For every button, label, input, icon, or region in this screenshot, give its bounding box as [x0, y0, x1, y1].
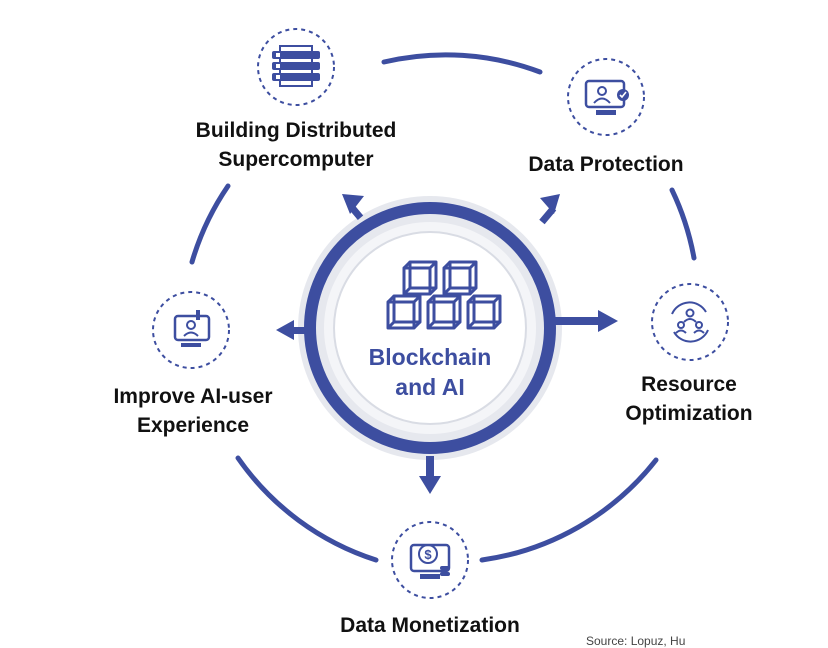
- label-protection-line1: Data Protection: [528, 153, 684, 176]
- arrow-down-head: [419, 476, 441, 494]
- ring-arc-left-upper: [189, 183, 231, 265]
- label-improve: Improve AI-user Experience: [88, 382, 298, 440]
- outer-ring: [189, 52, 697, 563]
- arrow-down-shaft: [426, 456, 434, 478]
- node-improve: [152, 291, 230, 369]
- node-resource: [651, 283, 729, 361]
- label-building-line2: Supercomputer: [218, 148, 374, 171]
- arrow-left-shaft: [290, 327, 312, 334]
- label-resource-line1: Resource: [641, 373, 737, 396]
- label-building-line1: Building Distributed: [195, 119, 397, 142]
- center-title-line1: Blockchain: [368, 344, 492, 370]
- node-monetization-ring: [391, 521, 469, 599]
- blockchain-cubes-icon: [386, 260, 502, 330]
- node-monetization: $: [391, 521, 469, 599]
- label-monetization: Data Monetization: [316, 611, 544, 640]
- ring-arc-right-upper: [669, 187, 697, 261]
- server-rack-icon: [272, 45, 320, 87]
- arrow-right-shaft: [550, 317, 598, 325]
- arrow-upleft-shaft: [347, 203, 364, 221]
- ring-arc-top: [381, 52, 543, 75]
- cycle-users-icon: [671, 301, 709, 343]
- ring-arc-left-lower: [235, 455, 379, 563]
- label-improve-line1: Improve AI-user: [113, 385, 273, 408]
- node-protection-ring: [567, 58, 645, 136]
- arrow-upright-head: [540, 194, 560, 214]
- label-monetization-line1: Data Monetization: [340, 614, 520, 637]
- user-shield-monitor-icon: [584, 79, 629, 115]
- label-resource-line2: Optimization: [625, 402, 753, 425]
- ring-arc-right-lower: [479, 457, 659, 563]
- arrow-left-head: [276, 320, 294, 340]
- node-building: [257, 28, 335, 106]
- center-title: Blockchain and AI: [330, 342, 530, 402]
- label-building: Building Distributed Supercomputer: [176, 116, 416, 174]
- arrow-right-head: [598, 310, 618, 332]
- label-protection: Data Protection: [506, 150, 706, 179]
- arrow-upright-shaft: [539, 205, 557, 225]
- dollar-monitor-icon: $: [409, 543, 451, 579]
- label-resource: Resource Optimization: [604, 370, 774, 428]
- center-hub: [276, 194, 618, 494]
- node-protection: [567, 58, 645, 136]
- hub-arrows: [276, 194, 618, 494]
- user-monitor-icon: [173, 310, 211, 347]
- label-improve-line2: Experience: [136, 414, 250, 437]
- node-resource-ring: [651, 283, 729, 361]
- center-title-line2: and AI: [395, 374, 465, 400]
- source-note: Source: Lopuz, Hu: [586, 634, 686, 648]
- svg-text:$: $: [424, 547, 432, 562]
